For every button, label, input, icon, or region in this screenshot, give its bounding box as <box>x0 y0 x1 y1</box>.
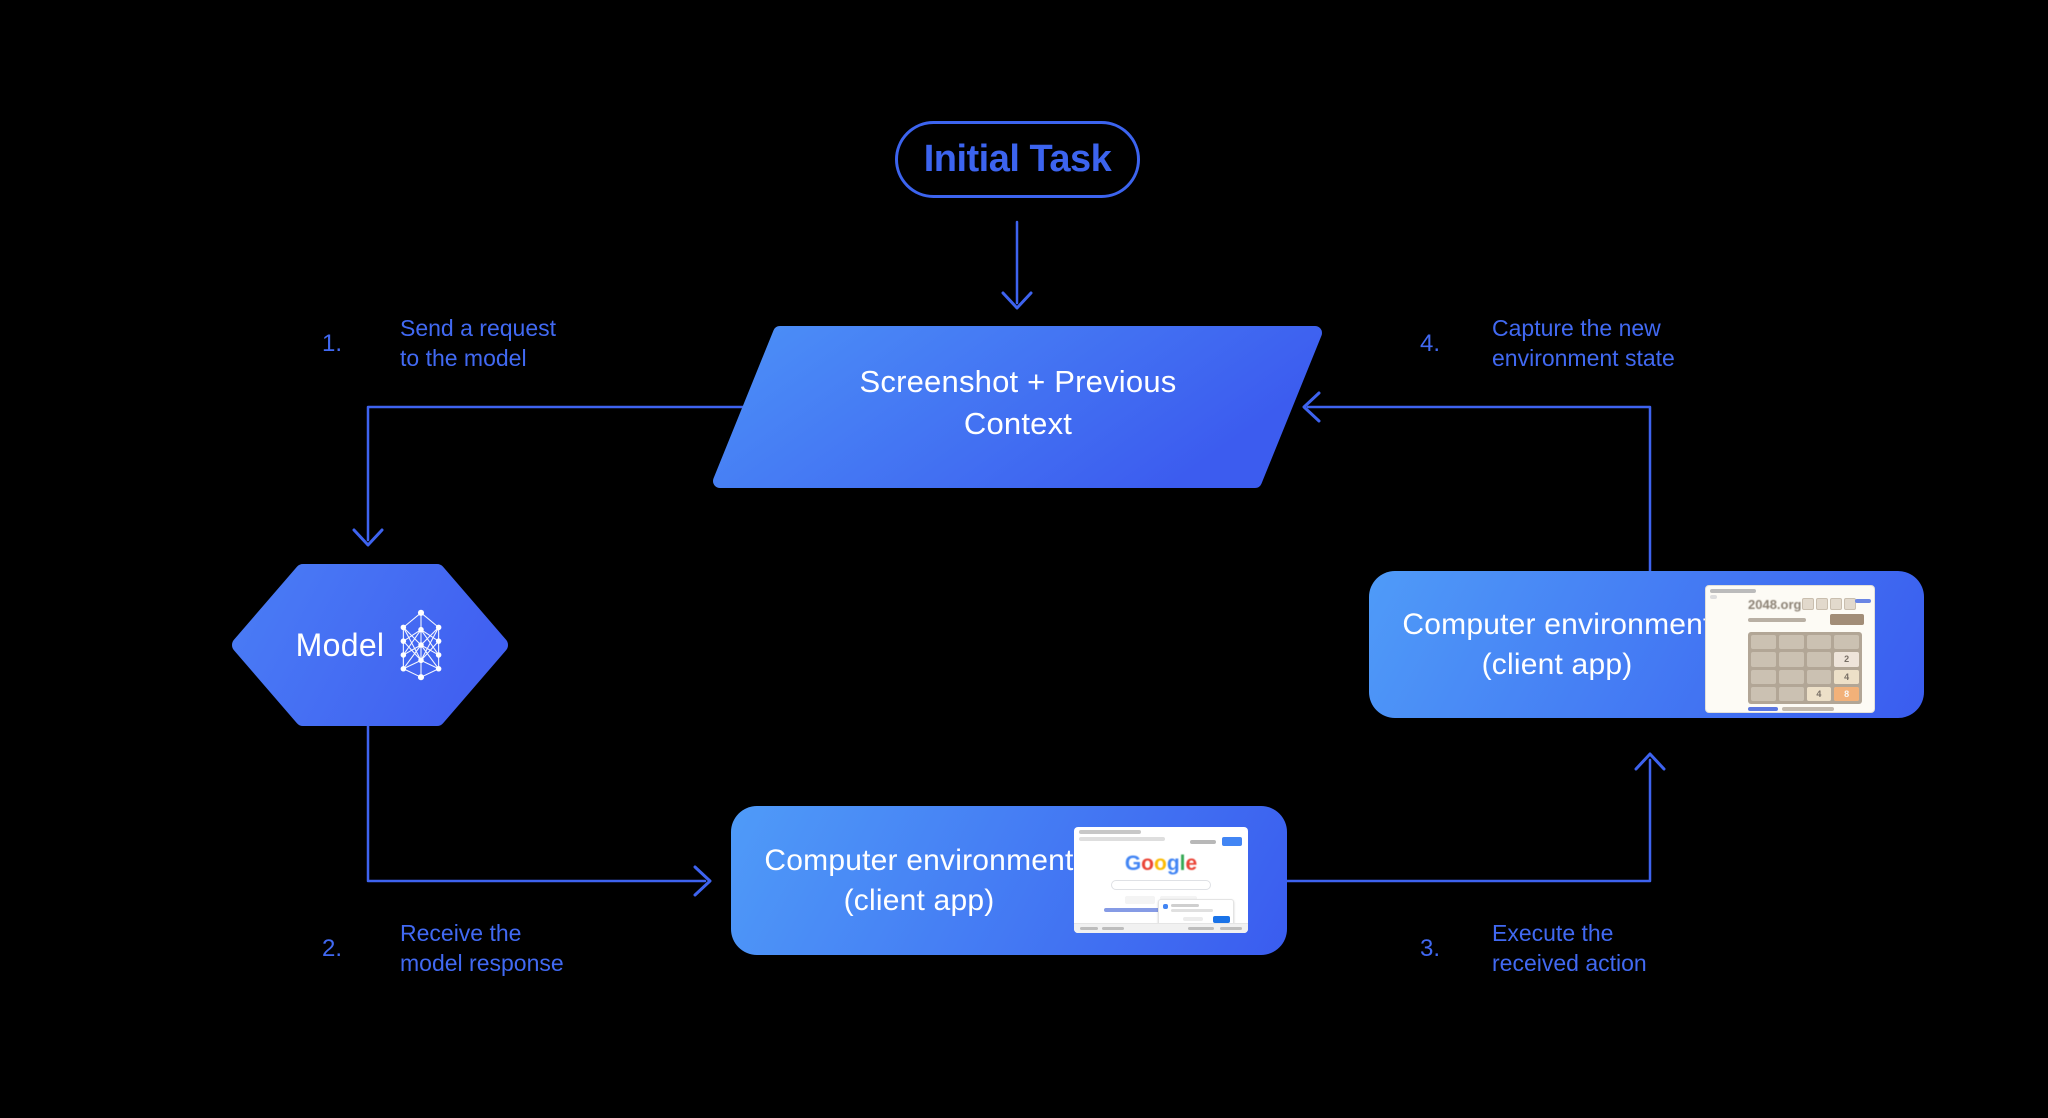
arrow-model-to-env-bottom <box>366 716 712 897</box>
step-2-label: Receive the model response <box>400 920 564 976</box>
env-box-top: Computer environment (client app) 2048.o… <box>1369 571 1924 718</box>
step-4-number: 4. <box>1420 330 1441 357</box>
google-mini-screenshot: Google <box>1074 827 1248 933</box>
step-1-number: 1. <box>322 330 343 357</box>
neural-network-icon <box>400 609 442 681</box>
language-link-text <box>1104 908 1204 912</box>
stay-signed-out-button <box>1183 917 1203 921</box>
site-title: 2048.org <box>1748 597 1802 612</box>
step-2-number: 2. <box>322 935 343 962</box>
env-box-top-label: Computer environment (client app) <box>1402 607 1712 681</box>
dialog-signin-button <box>1213 916 1230 923</box>
browser-tab-title <box>1710 589 1756 593</box>
google-logo: Google <box>1124 852 1198 875</box>
initial-task-label: Initial Task <box>923 138 1112 180</box>
context-label: Screenshot + Previous Context <box>859 364 1177 441</box>
arrow-env-top-to-context <box>1302 391 1652 573</box>
dialog-google-icon <box>1163 904 1168 909</box>
score-box <box>1830 598 1842 610</box>
env-box-bottom: Computer environment (client app) Google <box>731 806 1287 955</box>
tile-4: 4 <box>1834 669 1859 684</box>
game-2048-mini-screenshot: 2048.org 2 4 4 8 <box>1705 585 1875 713</box>
google-footer <box>1074 923 1248 933</box>
step-4-label: Capture the new environment state <box>1492 315 1675 371</box>
env-box-bottom-label: Computer environment (client app) <box>764 843 1074 917</box>
top-link <box>1855 599 1871 603</box>
score-box <box>1816 598 1828 610</box>
step-3-number: 3. <box>1420 935 1441 962</box>
signin-dialog <box>1158 899 1234 927</box>
browser-tab-title <box>1079 830 1141 834</box>
tile-4: 4 <box>1806 686 1832 701</box>
signin-button <box>1222 837 1242 846</box>
tile-2: 2 <box>1834 652 1859 667</box>
gmail-images-links <box>1190 840 1216 844</box>
step-3-label: Execute the received action <box>1492 920 1647 976</box>
initial-task-node: Initial Task <box>895 121 1140 198</box>
step-1-label: Send a request to the model <box>400 315 557 371</box>
model-hexagon <box>232 564 508 726</box>
search-bar <box>1111 880 1211 890</box>
score-box <box>1844 598 1856 610</box>
model-node-content: Model <box>240 572 500 718</box>
context-parallelogram <box>713 326 1322 488</box>
tile-8: 8 <box>1834 686 1859 701</box>
footer-link <box>1748 707 1778 711</box>
subtitle-text <box>1748 618 1806 622</box>
footer-text <box>1782 707 1834 711</box>
arrow-task-to-context <box>1001 220 1033 310</box>
model-label: Model <box>295 626 385 663</box>
arrow-context-to-model <box>352 405 754 547</box>
new-game-button <box>1830 614 1864 625</box>
arrow-env-bottom-to-env-top <box>1284 752 1666 883</box>
score-box <box>1802 598 1814 610</box>
address-bar <box>1079 837 1165 841</box>
google-search-button <box>1125 896 1155 904</box>
